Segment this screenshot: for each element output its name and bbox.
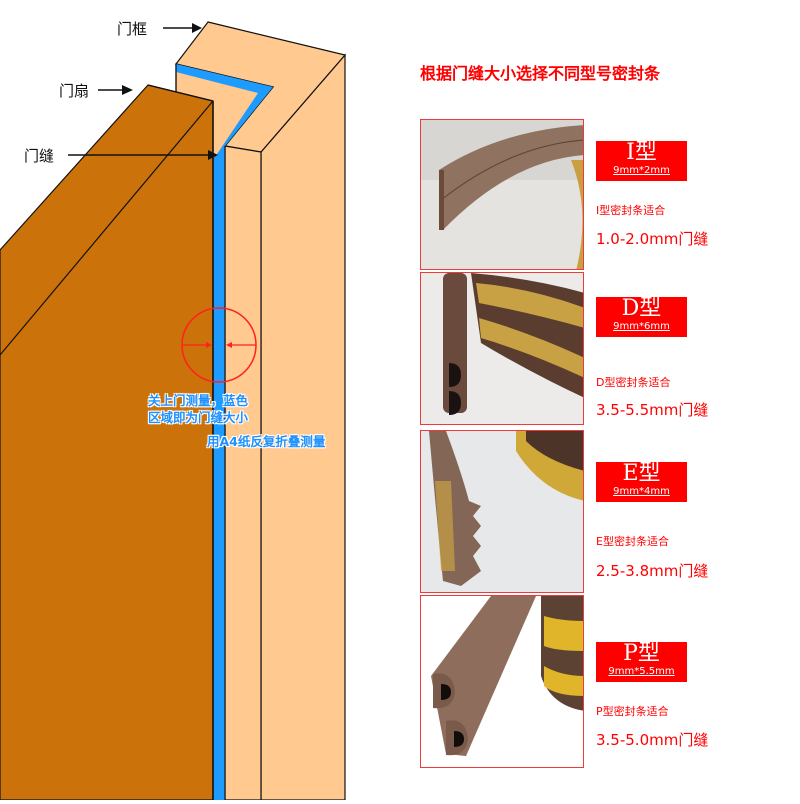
fit-text-i: I型密封条适合	[596, 204, 666, 217]
gap-range-p: 3.5-5.0mm门缝	[596, 731, 709, 749]
door-gap-diagram: 门框 门扇 门缝 关上门测量，蓝色 区域即为门缝大小 用A4纸反复折叠测量	[0, 20, 347, 801]
page-title: 根据门缝大小选择不同型号密封条	[420, 64, 661, 83]
type-badge-label: E型	[622, 461, 661, 486]
type-badge-d: D型 9mm*6mm	[596, 297, 687, 337]
fit-text-p: P型密封条适合	[596, 705, 669, 718]
label-door-frame: 门框	[117, 20, 148, 38]
product-photo-i-type	[420, 119, 584, 270]
gap-range-e: 2.5-3.8mm门缝	[596, 562, 709, 580]
type-badge-p: P型 9mm*5.5mm	[596, 642, 687, 682]
type-badge-label: I型	[626, 140, 657, 165]
type-badge-i: I型 9mm*2mm	[596, 141, 687, 181]
gap-range-d: 3.5-5.5mm门缝	[596, 401, 709, 419]
type-badge-size: 9mm*2mm	[613, 165, 670, 176]
measure-note-line1: 关上门测量，蓝色	[148, 393, 249, 408]
measure-note-line3: 用A4纸反复折叠测量	[207, 434, 326, 449]
product-photo-d-type	[420, 272, 584, 425]
fit-text-d: D型密封条适合	[596, 376, 671, 389]
p-type-strip-image	[421, 596, 583, 767]
product-photo-e-type	[420, 430, 584, 593]
type-badge-size: 9mm*5.5mm	[608, 666, 675, 677]
type-badge-size: 9mm*4mm	[613, 486, 670, 497]
gap-range-i: 1.0-2.0mm门缝	[596, 230, 709, 248]
label-door-gap: 门缝	[24, 147, 55, 165]
i-type-strip-image	[421, 120, 583, 269]
type-badge-size: 9mm*6mm	[613, 321, 670, 332]
product-photo-p-type	[420, 595, 584, 768]
measure-note-line2: 区域即为门缝大小	[148, 410, 249, 425]
e-type-strip-image	[421, 431, 583, 592]
label-door-leaf: 门扇	[59, 82, 90, 100]
door-frame-illustration	[0, 21, 347, 801]
type-badge-e: E型 9mm*4mm	[596, 462, 687, 502]
d-type-strip-image	[421, 273, 583, 424]
fit-text-e: E型密封条适合	[596, 535, 669, 548]
type-badge-label: D型	[621, 296, 662, 321]
type-badge-label: P型	[623, 641, 660, 666]
